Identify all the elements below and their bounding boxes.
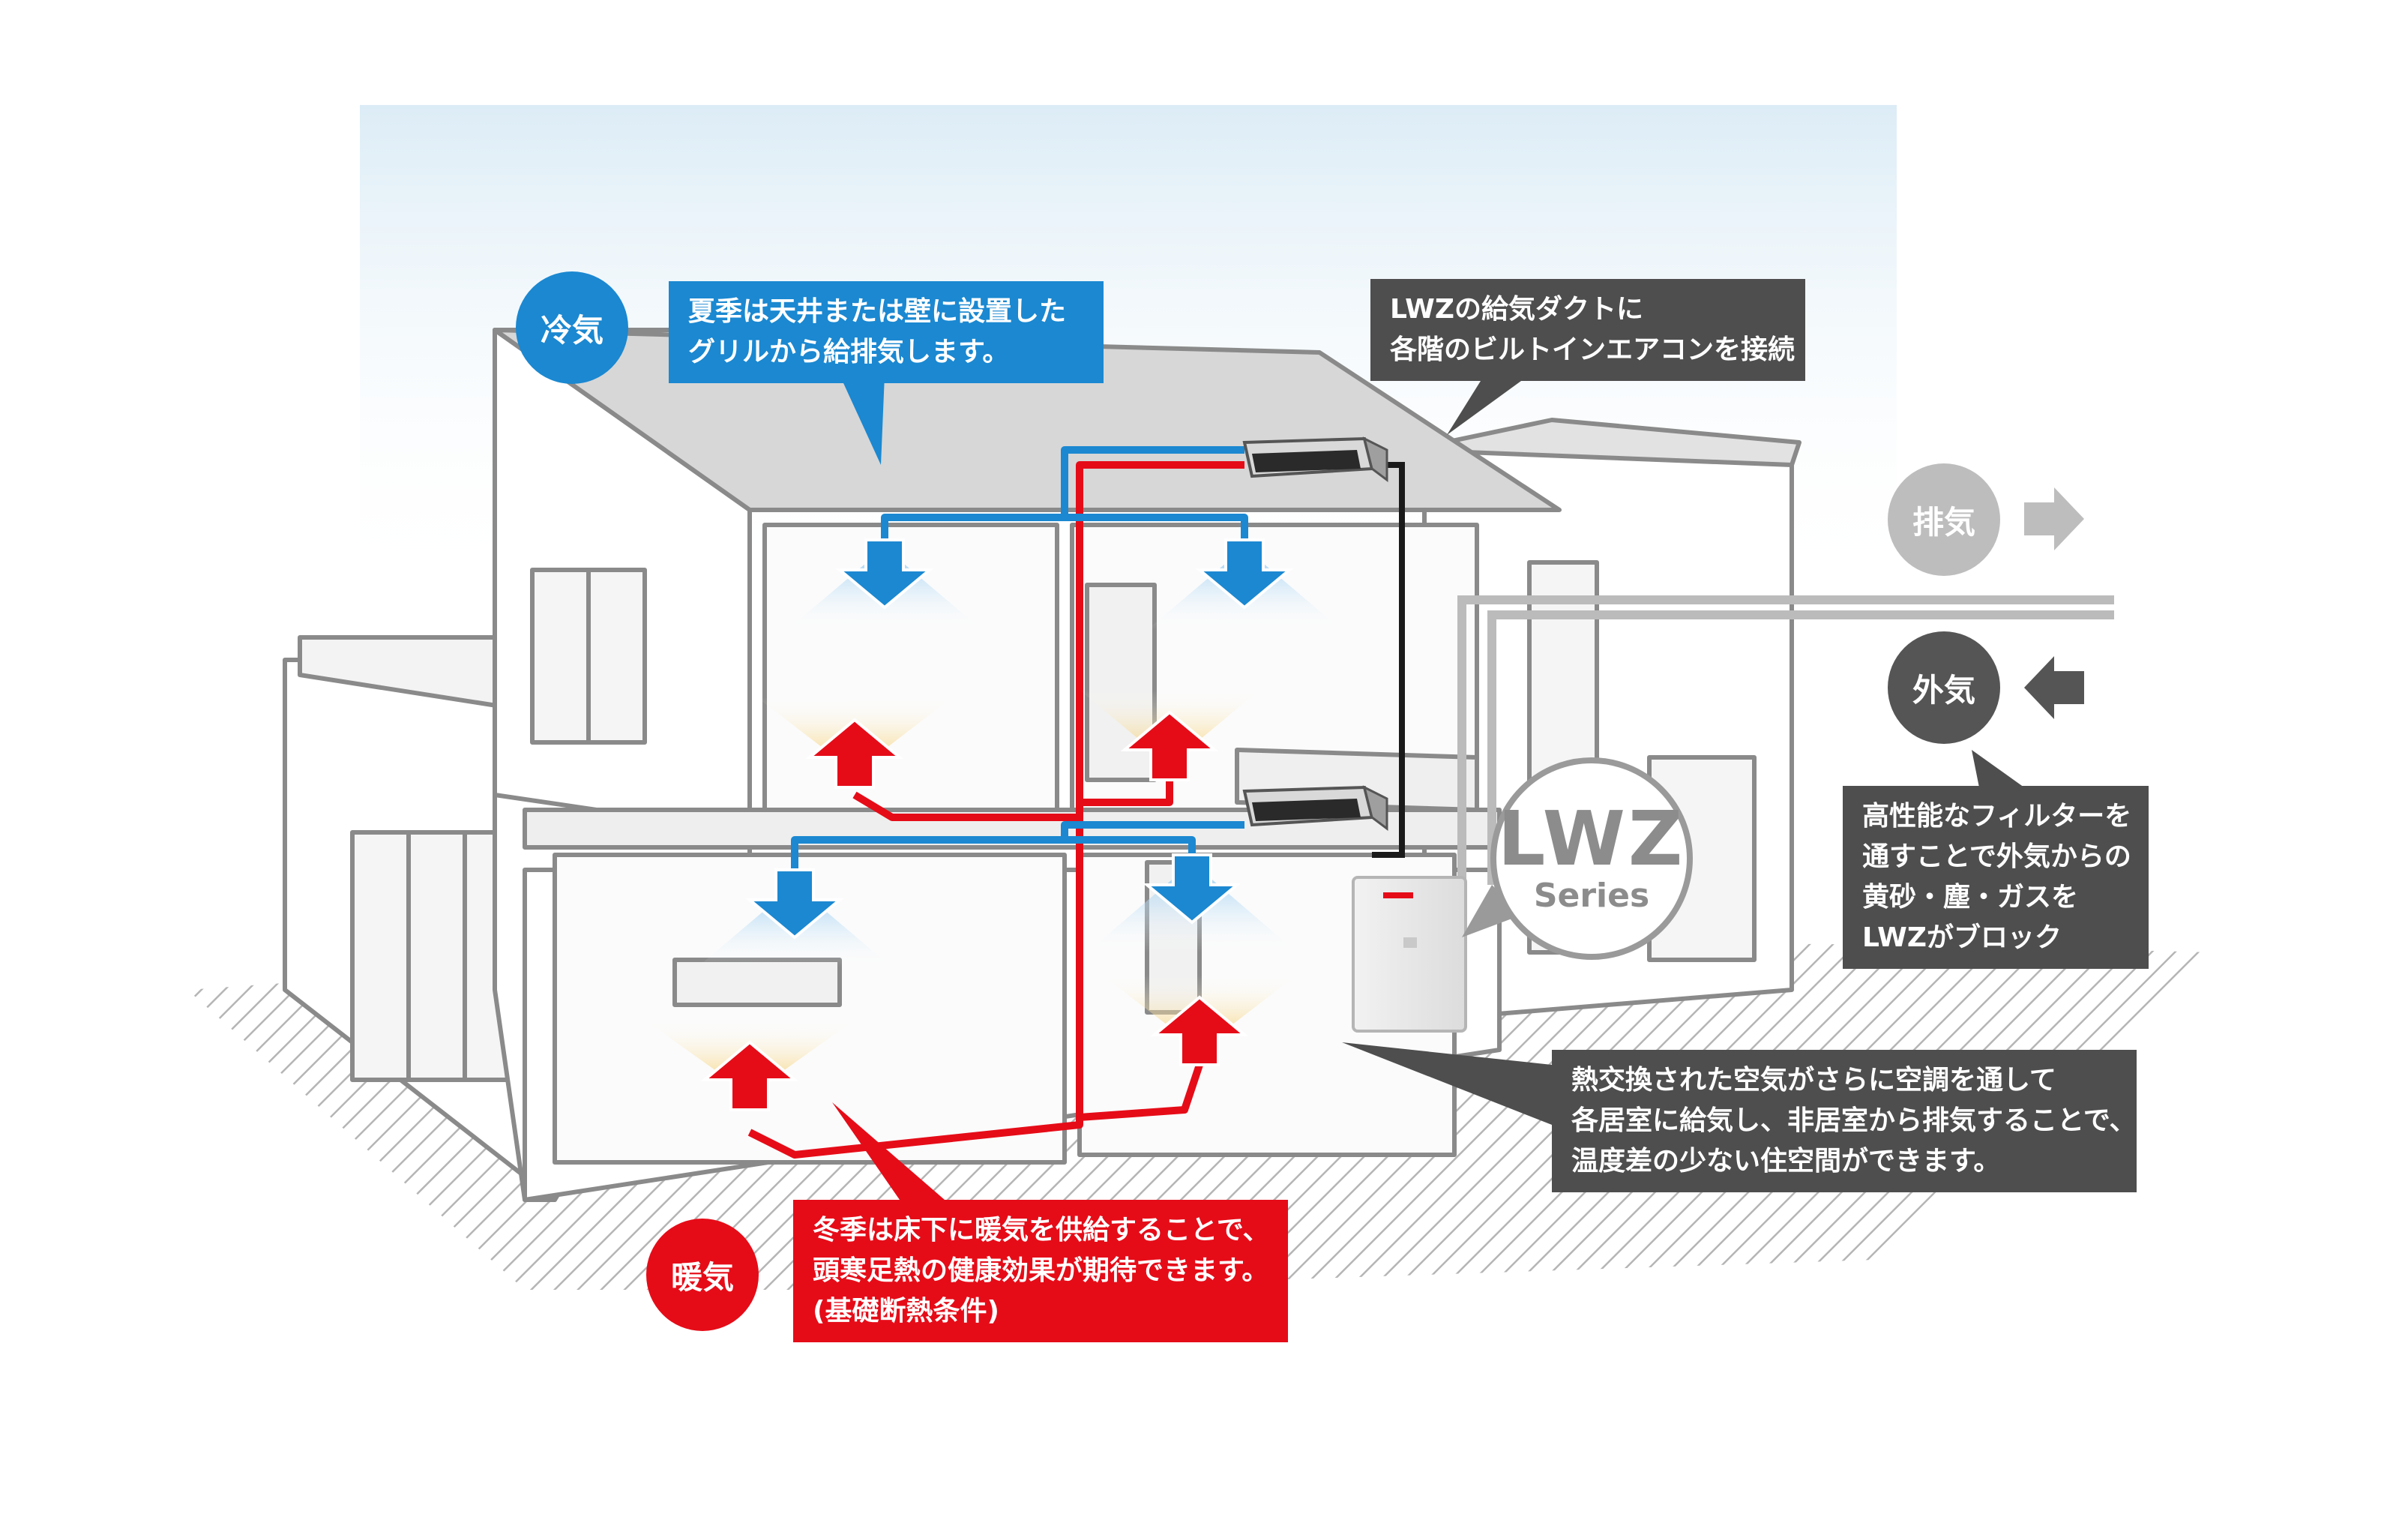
- warm-air-outlets: [645, 690, 1297, 1111]
- lwz-badge-sub: Series: [1533, 877, 1650, 915]
- heat-callout-tail: [1342, 1042, 1552, 1125]
- filter-callout-line-2: 通すことで外気からの: [1862, 841, 2131, 872]
- warm-arrow-upper-right: [1120, 710, 1219, 781]
- annex-roof: [1407, 418, 1802, 467]
- outside-air-arrow: [2024, 656, 2084, 719]
- filter-callout: 高性能なフィルターを 通すことで外気からの 黄砂・塵・ガスを LWZがブロック: [1843, 786, 2149, 969]
- duct-callout: LWZの給気ダクトに 各階のビルトインエアコンを接続: [1370, 279, 1805, 381]
- winter-callout-line-1: 冬季は床下に暖気を供給することで、: [813, 1215, 1270, 1246]
- cool-arrow-lower-right: [1143, 853, 1241, 925]
- indoor-ac-unit-upper: [1242, 436, 1388, 482]
- filter-callout-line-4: LWZがブロック: [1862, 922, 2062, 953]
- upper-floor-room-left: [762, 523, 1059, 812]
- outside-air-label: 外気: [1888, 631, 2000, 744]
- summer-callout-tail: [840, 375, 885, 465]
- indoor-ac-unit-lower: [1242, 785, 1388, 831]
- filter-callout-line-1: 高性能なフィルターを: [1862, 801, 2132, 832]
- winter-callout-line-2: 頭寒足熱の健康効果が期待できます。: [813, 1255, 1269, 1286]
- cool-arrow-lower-left: [745, 868, 844, 940]
- outdoor-duct-lines: [1457, 595, 2114, 885]
- filter-callout-tail: [1972, 750, 2024, 787]
- lwz-unit: [1352, 876, 1467, 1033]
- cool-air-label: 冷気: [516, 271, 628, 384]
- duct-callout-line-2: 各階のビルトインエアコンを接続: [1390, 334, 1796, 365]
- duct-callout-tail: [1447, 375, 1529, 435]
- exhaust-arrow: [2024, 487, 2084, 550]
- cool-air-pipes: [791, 446, 1248, 885]
- lwz-badge-tail: [1462, 885, 1522, 937]
- summer-callout: 夏季は天井または壁に設置した グリルから給排気します。: [669, 281, 1104, 383]
- filter-callout-line-3: 黄砂・塵・ガスを: [1862, 882, 2079, 913]
- duct-callout-line-1: LWZの給気ダクトに: [1390, 294, 1643, 325]
- lwz-series-badge: LWZ Series: [1490, 757, 1693, 960]
- winter-callout: 冬季は床下に暖気を供給することで、 頭寒足熱の健康効果が期待できます。 (基礎断…: [793, 1200, 1288, 1342]
- warm-arrow-upper-left: [805, 718, 904, 789]
- cool-air-outlets: [697, 538, 1342, 967]
- warm-air-label: 暖気: [646, 1219, 759, 1331]
- heat-callout-line-3: 温度差の少ない住空間ができます。: [1571, 1146, 2001, 1177]
- heat-callout-line-1: 熱交換された空気がさらに空調を通して: [1571, 1065, 2056, 1096]
- exhaust-label: 排気: [1888, 463, 2000, 576]
- heat-callout-line-2: 各居室に給気し、非居室から排気することで、: [1571, 1105, 2137, 1136]
- warm-air-pipes: [747, 461, 1244, 1159]
- cool-arrow-upper-right: [1195, 538, 1294, 610]
- warm-arrow-lower-left: [700, 1040, 799, 1111]
- cool-arrow-upper-left: [835, 538, 934, 610]
- summer-callout-line-1: 夏季は天井または壁に設置した: [688, 296, 1067, 327]
- winter-callout-tail: [832, 1102, 945, 1200]
- heat-exchange-callout: 熱交換された空気がさらに空調を通して 各居室に給気し、非居室から排気することで、…: [1552, 1050, 2137, 1192]
- warm-arrow-lower-right: [1150, 995, 1249, 1066]
- summer-callout-line-2: グリルから給排気します。: [688, 337, 1010, 367]
- winter-callout-line-3: (基礎断熱条件): [813, 1296, 999, 1327]
- lwz-badge-main: LWZ: [1497, 795, 1686, 883]
